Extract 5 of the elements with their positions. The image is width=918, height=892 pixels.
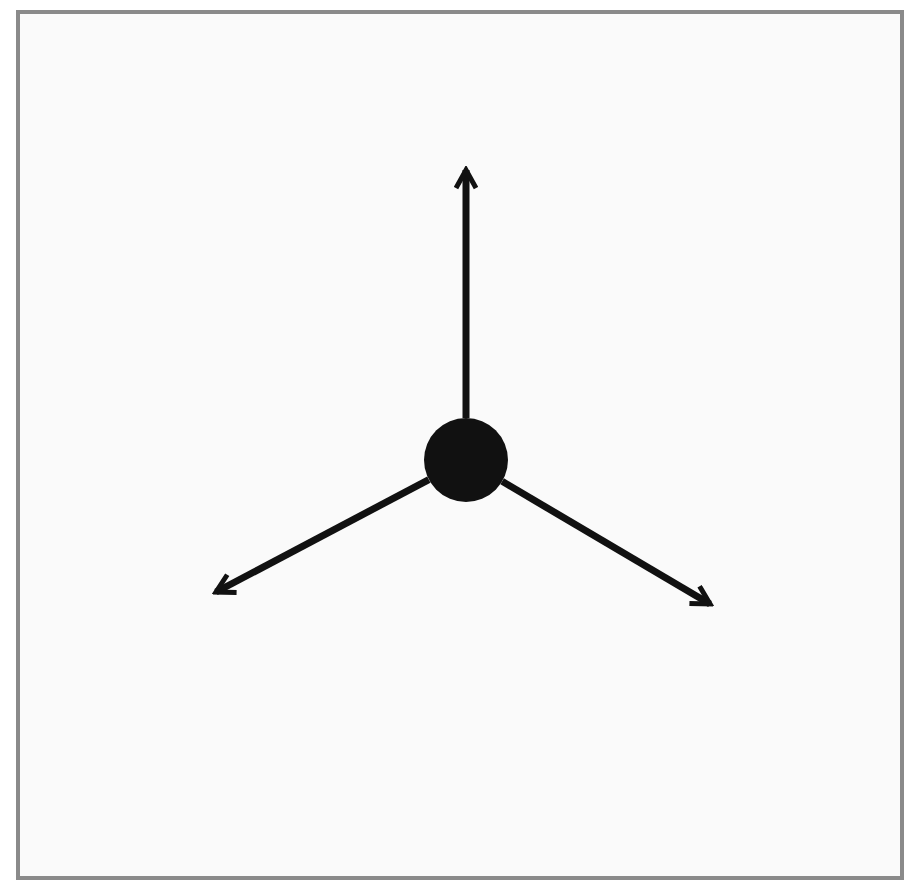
frame-box xyxy=(16,10,904,880)
arrow xyxy=(213,476,431,596)
arrow xyxy=(453,167,479,418)
arrow xyxy=(500,478,713,607)
center-dot xyxy=(424,418,508,502)
